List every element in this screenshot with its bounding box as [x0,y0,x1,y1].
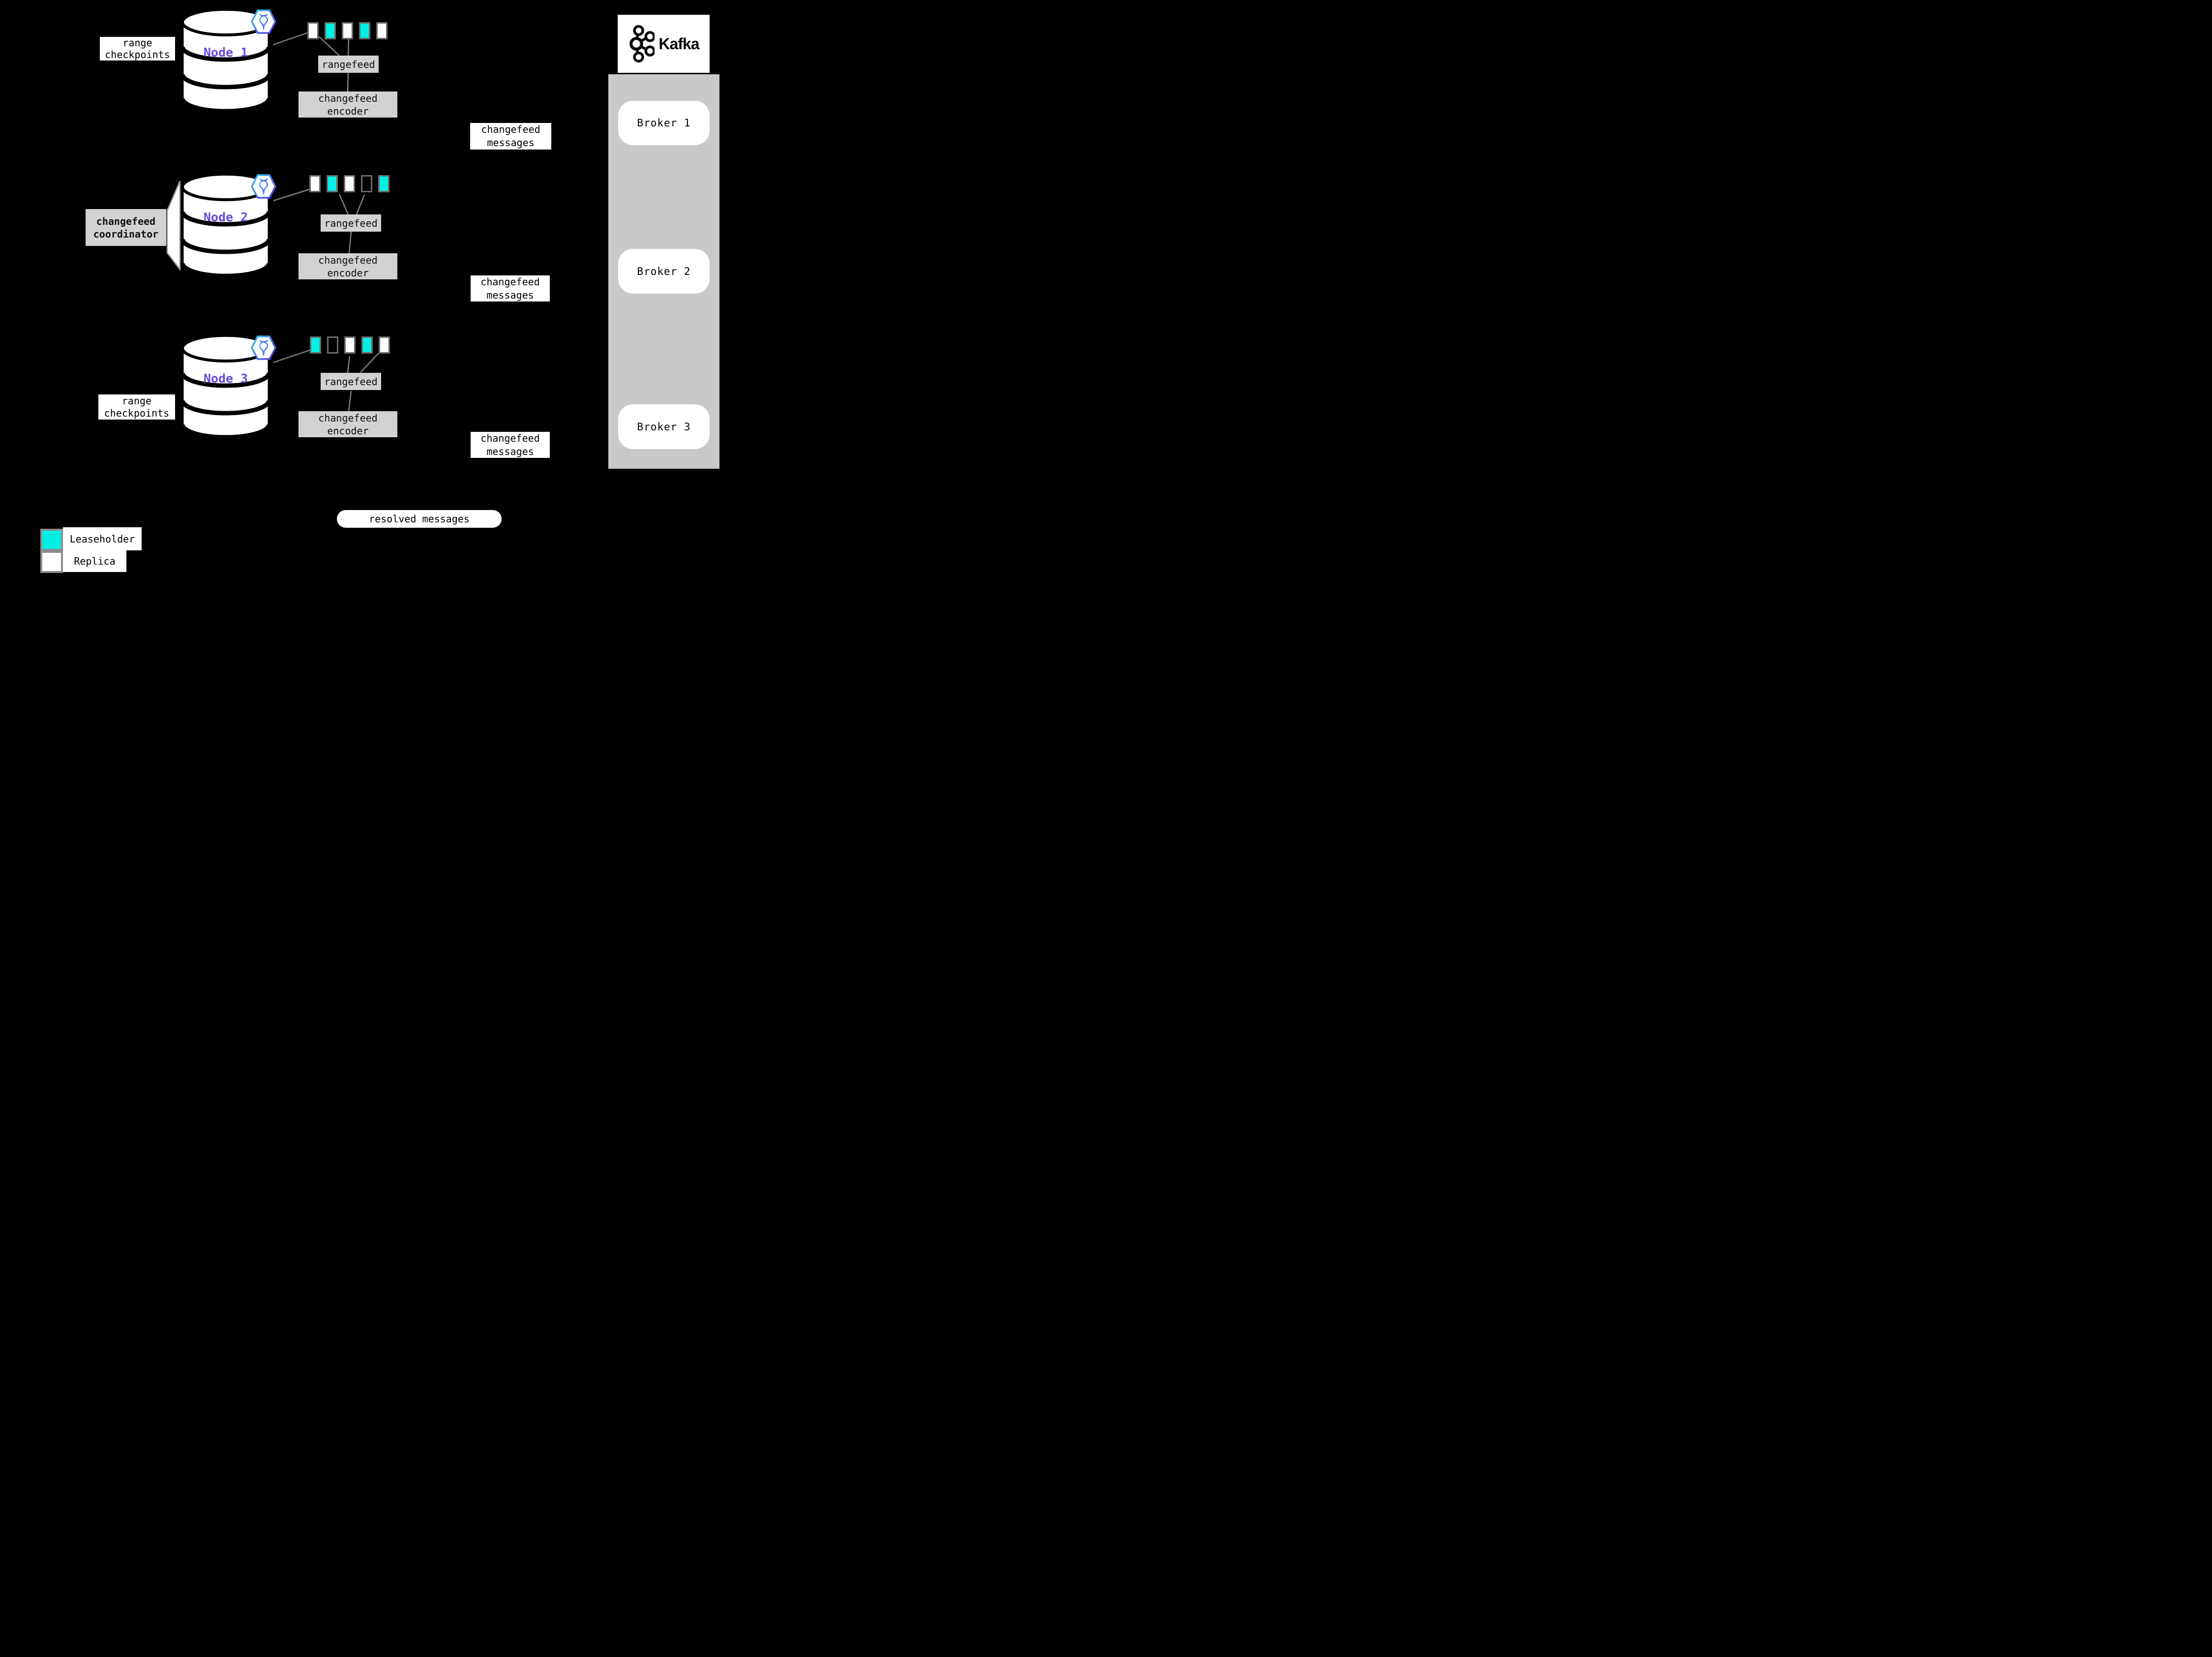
range-square-replica [379,336,390,354]
node3-name: Node 3 [203,371,248,386]
range-square-leaseholder [327,175,338,192]
database-cylinder-node2 [180,173,271,280]
changefeed-coordinator-label: changefeed coordinator [86,209,166,246]
range-square-replica [376,22,388,39]
broker-2: Broker 2 [618,249,710,294]
database-cylinder-node1 [180,8,271,115]
cockroachdb-logo-icon [251,174,276,199]
changefeed-messages-label-3: changefeed messages [471,432,550,458]
cockroachdb-logo-icon [251,9,276,34]
broker-1: Broker 1 [618,101,710,145]
legend-replica-swatch [40,551,63,573]
changefeed-messages-label-2: changefeed messages [471,275,550,301]
kafka-title: Kafka [658,34,699,53]
resolved-messages-label: resolved messages [337,510,502,528]
changefeed-encoder-box-node1: changefeed encoder [299,91,397,118]
rangefeed-box-node2: rangefeed [321,214,381,232]
node2-name: Node 2 [203,210,248,224]
broker-3: Broker 3 [618,404,710,449]
kafka-logo: Kafka [618,15,710,73]
node1-name: Node 1 [203,45,248,60]
node3-ranges-row [310,336,390,354]
range-square-replica [307,22,319,39]
range-square-leaseholder [361,336,373,354]
range-checkpoints-label-node1: range checkpoints [100,37,175,60]
range-square-leaseholder [359,22,370,39]
coordinator-callout-flap [166,181,181,271]
range-checkpoints-label-node3: range checkpoints [98,394,175,420]
legend-replica-label: Replica [63,550,126,572]
changefeed-encoder-box-node3: changefeed encoder [299,411,397,437]
changefeed-encoder-box-node2: changefeed encoder [299,253,397,279]
legend-leaseholder-swatch [40,529,63,551]
kafka-logo-icon [629,25,655,63]
database-cylinder-node3 [180,334,271,441]
range-square-none [327,336,338,354]
changefeed-messages-label-1: changefeed messages [470,123,551,150]
legend-leaseholder-label: Leaseholder [63,527,142,550]
range-square-replica [344,175,355,192]
range-square-leaseholder [325,22,336,39]
node1-ranges-row [307,22,388,39]
rangefeed-box-node3: rangefeed [321,373,381,390]
range-square-leaseholder [378,175,389,192]
cockroachdb-logo-icon [251,335,276,360]
changefeed-architecture-diagram: range checkpoints Node 1 rangefeed [0,0,771,577]
rangefeed-box-node1: rangefeed [318,56,379,73]
range-square-none [361,175,372,192]
range-square-replica [342,22,353,39]
range-square-replica [344,336,356,354]
node2-ranges-row [309,175,389,192]
range-square-leaseholder [310,336,321,354]
range-square-replica [309,175,321,192]
